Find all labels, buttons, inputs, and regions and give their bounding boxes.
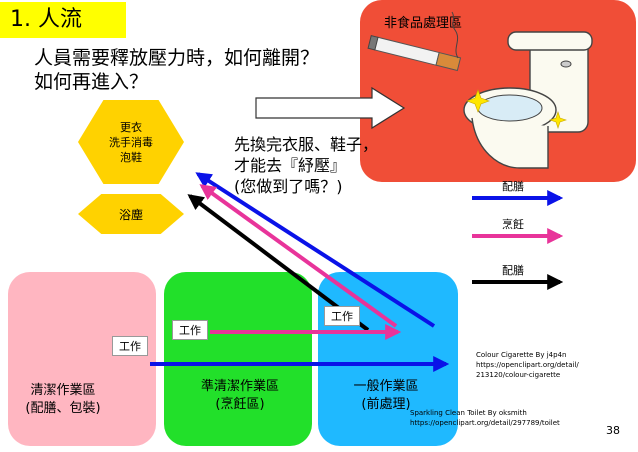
semi-clean-zone-name: 準清潔作業區 [200,379,279,394]
clean-zone-sub: (配膳、包裝) [25,401,101,416]
sparkle-icon [466,89,490,113]
credit-cigarette-line-1: Colour Cigarette By j4p4n [476,351,567,359]
general-zone-name: 一般作業區 [353,379,419,394]
sparkle-icon [549,111,567,129]
credit-toilet-line-1: Sparkling Clean Toilet By oksmith [410,409,527,417]
question-line-2: 如何再進入？ [34,71,149,93]
smoke-wisp [451,11,459,59]
legend-label-2: 烹飪 [502,218,524,231]
instruction-line-2: 才能去『紓壓』 [234,156,347,175]
changing-station-line-1: 更衣 [120,120,142,134]
flow-arrow-pink [199,184,398,328]
work-box-semi: 工作 [172,320,208,340]
changing-station-line-2: 洗手消毒 [109,135,153,149]
credit-cigarette-line-2: https://openclipart.org/detail/ [476,361,579,369]
semi-clean-zone-label: 準清潔作業區 (烹飪區) [170,378,310,414]
legend-label-1: 配膳 [502,180,524,193]
clean-zone [8,272,156,446]
nonfood-zone-label: 非食品處理區 [384,16,463,31]
credit-cigarette-line-3: 213120/colour-cigarette [476,371,561,379]
clean-zone-label: 清潔作業區 (配膳、包裝) [8,382,118,418]
semi-clean-zone [164,272,312,446]
question-line-1: 人員需要釋放壓力時，如何離開？ [34,47,320,69]
changing-station-label: 更衣 洗手消毒 泡鞋 [109,120,153,165]
instruction-text: 先換完衣服、鞋子， 才能去『紓壓』 (您做到了嗎？) [234,134,378,197]
instruction-line-3: (您做到了嗎？) [234,177,343,196]
instruction-line-1: 先換完衣服、鞋子， [234,135,379,154]
exit-arrow-outline [255,86,406,130]
general-zone-sub: (前處理) [361,397,411,412]
page-number: 38 [606,424,620,437]
changing-station-line-3: 泡鞋 [120,150,142,164]
clean-zone-name: 清潔作業區 [30,383,96,398]
general-zone-label: 一般作業區 (前處理) [330,378,442,414]
legend-label-3: 配膳 [502,264,524,277]
changing-station: 更衣 洗手消毒 泡鞋 [78,100,184,184]
section-title: 1. 人流 [0,2,126,38]
question-text: 人員需要釋放壓力時，如何離開？ 如何再進入？ [34,46,319,94]
credit-toilet: Sparkling Clean Toilet By oksmith https:… [410,408,560,428]
credit-cigarette: Colour Cigarette By j4p4n https://opencl… [476,350,579,380]
work-box-general: 工作 [324,306,360,326]
cigarette-icon [367,35,462,72]
air-shower-station: 浴塵 [78,194,184,234]
flow-arrow-blue [195,172,436,328]
work-box-clean: 工作 [112,336,148,356]
credit-toilet-line-2: https://openclipart.org/detail/297789/to… [410,419,560,427]
semi-clean-zone-sub: (烹飪區) [215,397,265,412]
toilet-icon [463,31,593,169]
